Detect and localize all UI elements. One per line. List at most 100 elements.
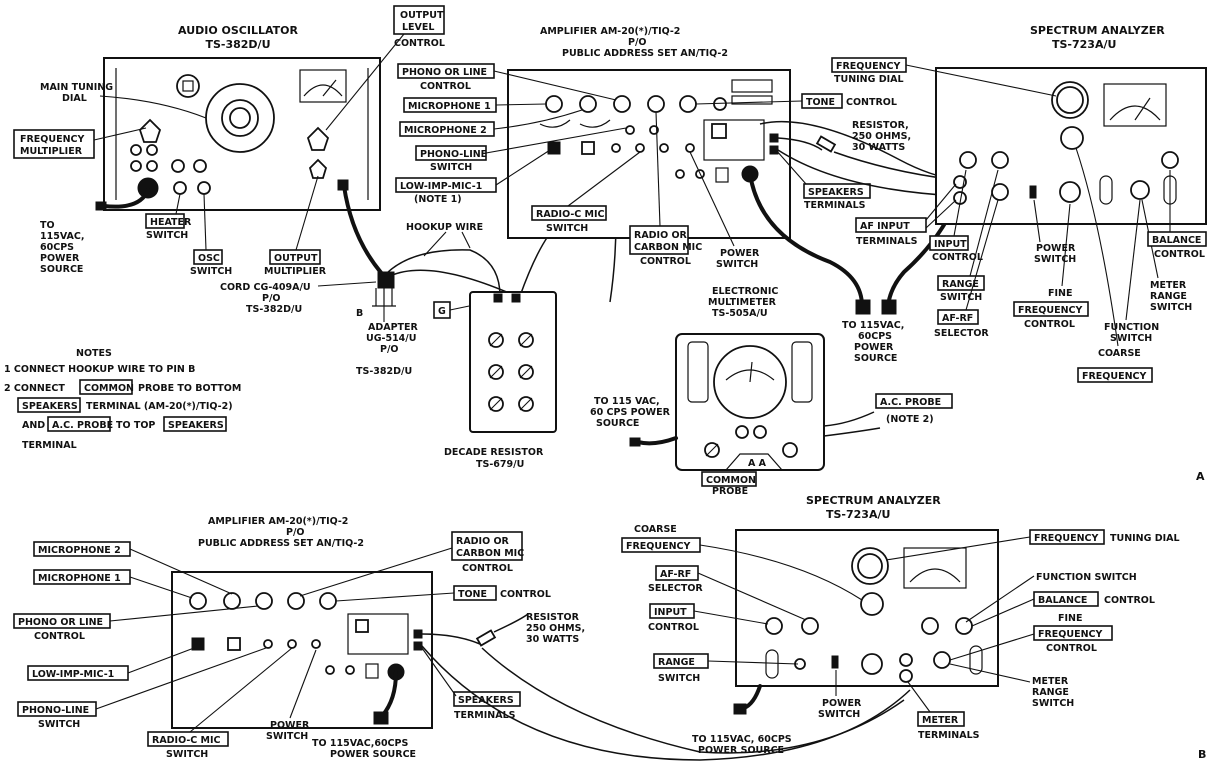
osc-power-2: 115VAC, (40, 231, 84, 242)
af-rf-selector: SELECTOR (934, 328, 989, 339)
note-speakers-2: SPEAKERS (168, 420, 224, 431)
input-label: INPUT (934, 239, 967, 250)
b-range-switch: SWITCH (658, 673, 700, 684)
b-amp-po: P/O (286, 527, 305, 538)
meter-range-3: SWITCH (1150, 302, 1192, 313)
b-function-switch: FUNCTION SWITCH (1036, 572, 1137, 583)
decade-resistor (469, 291, 557, 433)
note-2f: TERMINAL (22, 440, 77, 451)
b-mic-2-label: MICROPHONE 2 (38, 545, 121, 556)
af-rf-label: AF-RF (942, 313, 973, 324)
note-2a: 2 CONNECT (4, 383, 65, 394)
meter-range-2: RANGE (1150, 291, 1187, 302)
note-common: COMMON (84, 383, 134, 394)
phono-line-switch-label: PHONO-LINE (420, 149, 487, 160)
output-level-control-label: CONTROL (394, 38, 445, 49)
g-label: G (438, 306, 446, 317)
coarse-label: COARSE (1098, 348, 1141, 359)
main-tuning-label-1: MAIN TUNING (40, 82, 113, 93)
note-2b: PROBE TO BOTTOM (138, 383, 241, 394)
adapter-label-1: ADAPTER (368, 322, 419, 333)
b-fine-frequency: FREQUENCY (1038, 629, 1102, 640)
af-input-terminals: TERMINALS (856, 236, 918, 247)
decade-label-2: TS-679/U (476, 459, 524, 470)
spectrum-analyzer-bottom (735, 529, 999, 687)
b-phono-line-label: PHONO-LINE (22, 705, 89, 716)
b-meter-range-3: SWITCH (1032, 698, 1074, 709)
osc-power-4: POWER (40, 253, 80, 264)
cord-label-1: CORD CG-409A/U (220, 282, 311, 293)
heater-label: HEATER (150, 217, 192, 228)
speakers-label: SPEAKERS (808, 187, 864, 198)
function-switch-1: FUNCTION (1104, 322, 1159, 333)
mic-2-label: MICROPHONE 2 (404, 125, 487, 136)
b-meter-range-1: METER (1032, 676, 1069, 687)
b-meter-terminals: TERMINALS (918, 730, 980, 741)
adapter-label-3: P/O (380, 344, 399, 355)
note-ac-probe: A.C. PROBE (52, 420, 113, 431)
adapter-label-2: UG-514/U (366, 333, 416, 344)
b-resistor-1: RESISTOR (526, 612, 580, 623)
b-radio-carbon-1: RADIO OR (456, 536, 510, 547)
osc-power-5: SOURCE (40, 264, 83, 275)
radio-carbon-label-1: RADIO OR (634, 230, 688, 241)
radio-carbon-control: CONTROL (640, 256, 691, 267)
af-input-label: AF INPUT (860, 221, 910, 232)
output-level-label-1: OUTPUT (400, 10, 444, 21)
b-meter-range-2: RANGE (1032, 687, 1069, 698)
note-1-ref: (NOTE 1) (414, 194, 462, 205)
fine-control: CONTROL (1024, 319, 1075, 330)
range-switch: SWITCH (940, 292, 982, 303)
b-meter-label: METER (922, 715, 959, 726)
b-resistor-3: 30 WATTS (526, 634, 579, 645)
heater-switch-label: SWITCH (146, 230, 188, 241)
analyzer-power-src-4: SOURCE (854, 353, 897, 364)
adapter-label-4: TS-382D/U (356, 366, 412, 377)
range-label: RANGE (942, 279, 979, 290)
main-tuning-label-2: DIAL (62, 93, 87, 104)
osc-power-1: TO (40, 220, 55, 231)
spectrum-analyzer-top (935, 67, 1207, 225)
function-switch-2: SWITCH (1110, 333, 1152, 344)
amp-title: AMPLIFIER AM-20(*)/TIQ-2 (540, 26, 680, 37)
b-resistor-2: 250 OHMS, (526, 623, 585, 634)
b-fine-label: FINE (1058, 613, 1082, 624)
mm-dial-marks: A A (748, 458, 767, 469)
analyzer-power-src-1: TO 115VAC, (842, 320, 904, 331)
b-phono-line-switch: SWITCH (38, 719, 80, 730)
b-radio-carbon-2: CARBON MIC (456, 548, 524, 559)
fine-label: FINE (1048, 288, 1072, 299)
cord-label-3: TS-382D/U (246, 304, 302, 315)
b-analyzer-model: TS-723A/U (826, 508, 890, 521)
analyzer-model: TS-723A/U (1052, 38, 1116, 51)
osc-switch-label: SWITCH (190, 266, 232, 277)
b-analyzer-power-1: TO 115VAC, 60CPS (692, 734, 792, 745)
note-1: 1 CONNECT HOOKUP WIRE TO PIN B (4, 364, 195, 375)
balance-label: BALANCE (1152, 235, 1201, 246)
mm-power-3: SOURCE (596, 418, 639, 429)
hookup-wire-label: HOOKUP WIRE (406, 222, 483, 233)
radio-c-mic-switch: SWITCH (546, 223, 588, 234)
mm-ac-probe-label: A.C. PROBE (880, 397, 941, 408)
b-phono-control: CONTROL (34, 631, 85, 642)
mm-note-2: (NOTE 2) (886, 414, 934, 425)
b-speakers-terminals: TERMINALS (454, 710, 516, 721)
tone-label: TONE (806, 97, 835, 108)
mm-power-1: TO 115 VAC, (594, 396, 660, 407)
b-speakers-label: SPEAKERS (458, 695, 514, 706)
b-analyzer-title: SPECTRUM ANALYZER (806, 494, 941, 507)
analyzer-tuning-dial: TUNING DIAL (834, 74, 904, 85)
note-2e: TO TOP (116, 420, 155, 431)
b-input-control: CONTROL (648, 622, 699, 633)
b-power-sw-2: SWITCH (266, 731, 308, 742)
analyzer-power-sw-1: POWER (1036, 243, 1076, 254)
panel-letter-b: B (1198, 748, 1206, 761)
b-amp-title: AMPLIFIER AM-20(*)/TIQ-2 (208, 516, 348, 527)
radio-carbon-label-2: CARBON MIC (634, 242, 702, 253)
balance-control: CONTROL (1154, 249, 1205, 260)
b-amp-power-2: POWER SOURCE (330, 749, 416, 760)
decade-label-1: DECADE RESISTOR (444, 447, 544, 458)
coarse-frequency-label: FREQUENCY (1082, 371, 1146, 382)
mm-probe-label: PROBE (712, 486, 748, 497)
